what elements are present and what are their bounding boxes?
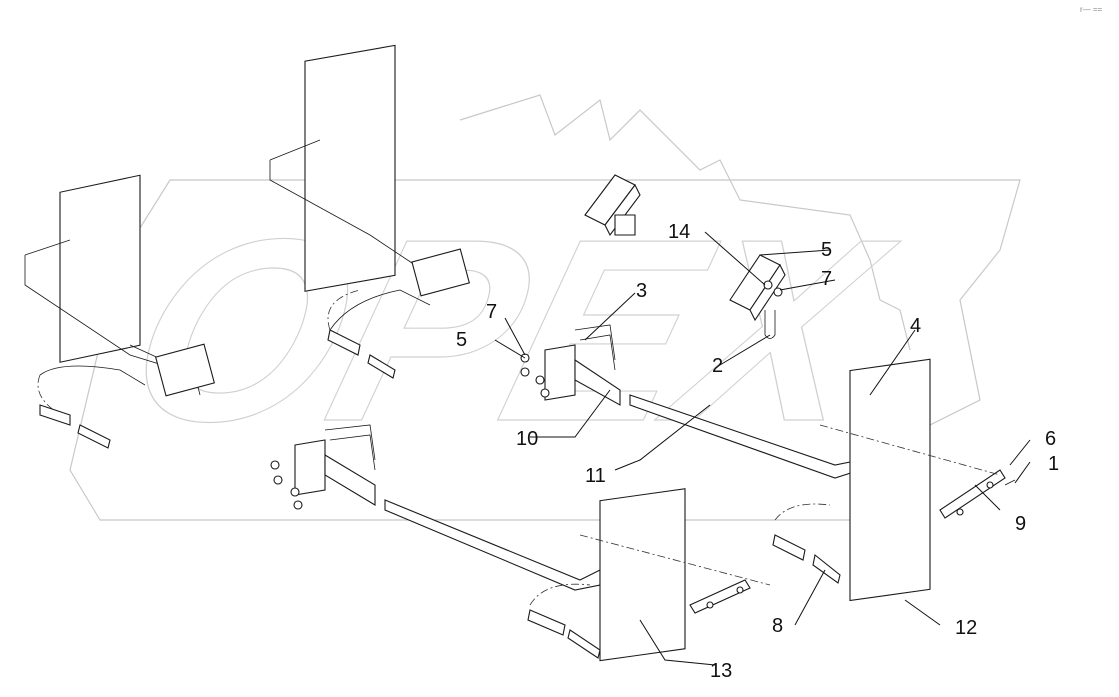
callout-4: 4 — [910, 315, 921, 337]
mesh-panel — [59, 174, 141, 363]
guard-bar-lower — [384, 499, 601, 591]
guard-assembly-top — [269, 44, 470, 379]
callout-1: 1 — [1048, 453, 1059, 475]
watermark-logo: OPEX — [69, 94, 1021, 521]
corner-mark: r— == — [1080, 5, 1103, 14]
callout-3: 3 — [636, 280, 647, 302]
callout-7a: 7 — [486, 301, 497, 323]
guard-assembly-lower — [527, 488, 771, 662]
mesh-panel — [599, 488, 686, 662]
leader-lines — [494, 231, 1031, 666]
callout-5b: 5 — [821, 239, 832, 261]
callout-2: 2 — [712, 355, 723, 377]
clamp-bracket-lower — [270, 424, 376, 510]
callout-13: 13 — [710, 660, 732, 682]
clamp-bracket-center — [520, 324, 621, 406]
mesh-panel — [304, 44, 396, 292]
callout-12: 12 — [955, 617, 977, 639]
callout-11: 11 — [585, 465, 606, 487]
guard-assembly-right — [772, 358, 1016, 602]
guard-assembly-left — [24, 174, 215, 449]
callout-10: 10 — [516, 428, 538, 450]
mounting-block-right — [729, 254, 786, 339]
callout-9: 9 — [1015, 513, 1026, 535]
mesh-panel — [849, 358, 931, 602]
callout-8: 8 — [772, 615, 783, 637]
mounting-block-top — [584, 174, 641, 237]
callout-6: 6 — [1045, 428, 1056, 450]
watermark-text: OPEX — [102, 185, 916, 476]
callout-labels: 1 2 3 4 5 5 6 7 7 8 9 10 11 12 13 14 — [456, 221, 1059, 682]
callout-7b: 7 — [821, 268, 832, 290]
callout-14: 14 — [668, 221, 690, 243]
callout-5a: 5 — [456, 329, 467, 351]
